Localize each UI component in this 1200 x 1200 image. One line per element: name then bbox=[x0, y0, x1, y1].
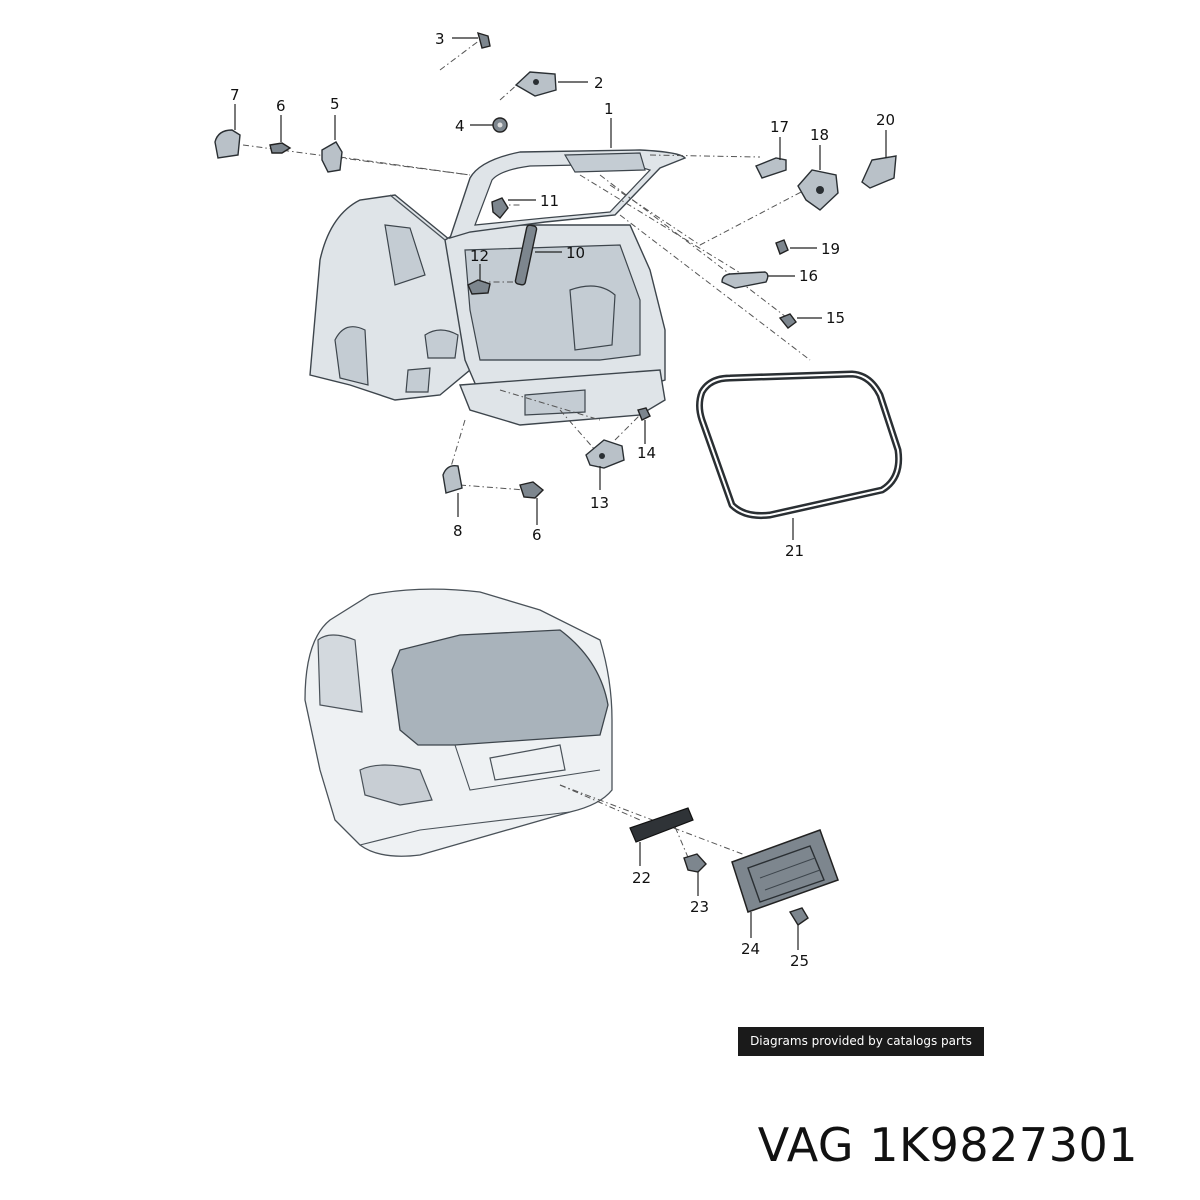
part-14-screw bbox=[637, 407, 651, 421]
callout-24: 24 bbox=[741, 940, 760, 958]
part-6-screw-bottom bbox=[519, 481, 545, 499]
callout-7: 7 bbox=[230, 86, 240, 104]
part-10-gas-strut bbox=[514, 224, 538, 286]
callout-14: 14 bbox=[637, 444, 656, 462]
callout-2: 2 bbox=[594, 74, 604, 92]
part-12-ball-stud bbox=[467, 279, 491, 295]
callouts: 1 2 3 4 5 6 7 8 6 10 11 12 13 14 15 16 1 bbox=[230, 30, 895, 970]
part-11-bolt bbox=[491, 197, 509, 220]
callout-22: 22 bbox=[632, 869, 651, 887]
part-2-hinge bbox=[514, 71, 557, 97]
reference-lines bbox=[242, 39, 811, 491]
part-13-lock-striker bbox=[585, 439, 625, 469]
callout-3: 3 bbox=[435, 30, 445, 48]
callout-18: 18 bbox=[810, 126, 829, 144]
callout-17: 17 bbox=[770, 118, 789, 136]
part-8-buffer bbox=[442, 465, 463, 494]
rear-body-illustration bbox=[309, 149, 687, 426]
part-17-cover bbox=[755, 157, 787, 179]
callout-25: 25 bbox=[790, 952, 809, 970]
part-22-plate-light bbox=[629, 807, 694, 843]
callout-20: 20 bbox=[876, 111, 895, 129]
part-6-screw-top bbox=[269, 142, 292, 154]
callout-12: 12 bbox=[470, 247, 489, 265]
part-21-seal bbox=[696, 370, 903, 519]
part-25-screw bbox=[788, 907, 809, 926]
part-7-cap bbox=[214, 129, 241, 159]
callout-4: 4 bbox=[455, 117, 465, 135]
callout-16: 16 bbox=[799, 267, 818, 285]
callout-21: 21 bbox=[785, 542, 804, 560]
part-5-bracket bbox=[321, 141, 343, 173]
part-16-handle bbox=[721, 271, 769, 289]
part-24-plate-carrier bbox=[731, 829, 839, 913]
callout-6-top: 6 bbox=[276, 97, 286, 115]
callout-8: 8 bbox=[453, 522, 463, 540]
part-23-fastener bbox=[683, 853, 707, 873]
callout-5: 5 bbox=[330, 95, 340, 113]
callout-19: 19 bbox=[821, 240, 840, 258]
callout-13: 13 bbox=[590, 494, 609, 512]
part-20-actuator bbox=[861, 155, 897, 189]
callout-15: 15 bbox=[826, 309, 845, 327]
part-15-plug bbox=[778, 313, 797, 329]
callout-23: 23 bbox=[690, 898, 709, 916]
credit-badge: Diagrams provided by catalogs parts bbox=[738, 1027, 984, 1056]
callout-11: 11 bbox=[540, 192, 559, 210]
part-19-screw bbox=[775, 239, 789, 255]
part-3-bolt bbox=[477, 31, 491, 49]
callout-10: 10 bbox=[566, 244, 585, 262]
part-4-nut bbox=[492, 117, 508, 133]
part-code-title: VAG 1K9827301 bbox=[757, 1118, 1138, 1172]
callout-1: 1 bbox=[604, 100, 614, 118]
part-18-lock bbox=[797, 169, 839, 211]
car-rear-illustration bbox=[304, 588, 613, 857]
callout-6-bottom: 6 bbox=[532, 526, 542, 544]
